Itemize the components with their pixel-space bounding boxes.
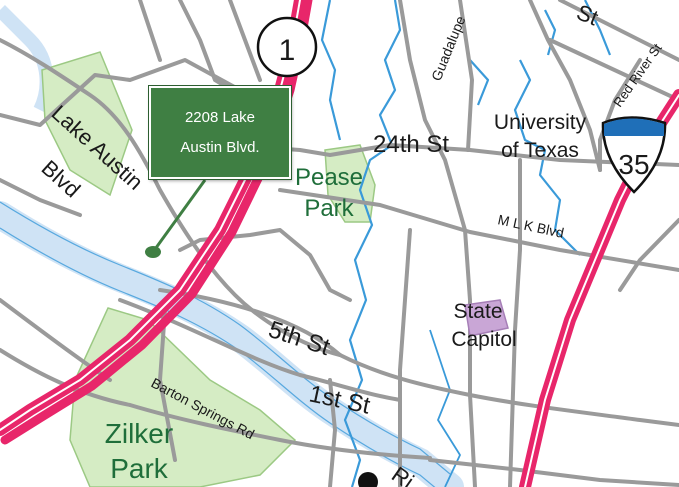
marker-address-line1: 2208 Lake	[184, 108, 256, 126]
place-label-university-line2: of Texas	[501, 139, 579, 162]
park-label-pease-line1: Pease	[295, 164, 363, 191]
location-dot	[358, 472, 378, 487]
interstate-35-shield-label: 35	[618, 149, 649, 180]
park-label-zilker-line1: Zilker	[105, 418, 173, 449]
street-label-24th-st: 24th St	[373, 131, 449, 158]
place-label-capitol-line2: Capitol	[451, 328, 516, 351]
street-label-mlk-blvd: M L K Blvd	[496, 211, 565, 241]
place-label-university-line1: University	[494, 111, 587, 134]
interstate-35-shield-icon[interactable]: 35	[601, 116, 667, 194]
marker-address-line2: Austin Blvd.	[180, 138, 260, 156]
park-label-pease-line2: Park	[304, 195, 354, 222]
marker-pin-dot[interactable]	[145, 246, 161, 258]
place-label-capitol-line1: State	[453, 300, 502, 323]
street-label-red-river-st: Red River St	[610, 40, 665, 109]
creeks	[320, 0, 612, 487]
state-capitol-area	[464, 299, 509, 337]
park-label-zilker-line2: Park	[110, 453, 169, 484]
highway-1-shield-label: 1	[279, 34, 296, 67]
street-label-guadalupe: Guadalupe	[428, 13, 469, 83]
park-labels: Pease Park Zilker Park	[105, 164, 363, 484]
highway-1-shield-icon[interactable]: 1	[256, 16, 318, 78]
address-marker-callout[interactable]: 2208 Lake Austin Blvd.	[149, 86, 291, 179]
marker-pin-line	[151, 179, 207, 253]
place-labels: University of Texas State Capitol	[451, 111, 586, 351]
